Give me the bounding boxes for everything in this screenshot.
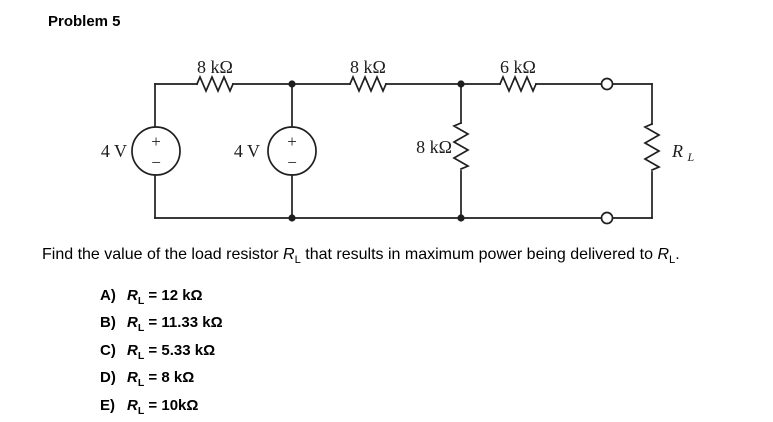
option-b-letter: B) bbox=[100, 314, 116, 332]
rl-symbol: R bbox=[657, 246, 669, 263]
option-a-letter: A) bbox=[100, 287, 116, 304]
node-dot bbox=[457, 214, 465, 222]
source1-minus-sign: − bbox=[151, 153, 161, 172]
option-c-letter: C) bbox=[100, 341, 116, 359]
rl-subscript: L bbox=[137, 377, 145, 390]
rl-symbol: R bbox=[127, 369, 138, 387]
rl-subscript: L bbox=[137, 349, 145, 362]
rl-subscript: L bbox=[669, 254, 676, 267]
resistor-8k-1-label: 8 kΩ bbox=[197, 57, 233, 77]
resistor-6k-label: 6 kΩ bbox=[500, 57, 536, 77]
question-part2: that results in maximum power being deli… bbox=[300, 246, 658, 263]
resistor-6k-symbol bbox=[498, 74, 538, 94]
load-resistor-label-r: R bbox=[671, 141, 683, 161]
terminal-top-icon bbox=[600, 77, 614, 91]
resistor-8k-2-label: 8 kΩ bbox=[350, 57, 386, 77]
terminal-bottom-icon bbox=[600, 211, 614, 225]
rl-subscript: L bbox=[137, 295, 145, 307]
option-a: A) RL = 12 kΩ bbox=[100, 285, 223, 312]
resistor-8k-vertical-label: 8 kΩ bbox=[416, 137, 452, 157]
option-e-value: = 10kΩ bbox=[144, 396, 199, 414]
question-part1: Find the value of the load resistor bbox=[42, 246, 284, 263]
rl-subscript: L bbox=[137, 322, 145, 335]
voltage-source-1-circle bbox=[131, 126, 181, 176]
option-e: E) RL = 10kΩ bbox=[100, 395, 223, 422]
option-e-letter: E) bbox=[100, 396, 115, 414]
rl-subscript: L bbox=[137, 404, 145, 417]
question-text: Find the value of the load resistor RL t… bbox=[42, 246, 680, 266]
rl-symbol: R bbox=[283, 246, 295, 263]
option-d: D) RL = 8 kΩ bbox=[100, 367, 223, 394]
node-dot bbox=[288, 80, 296, 88]
rl-symbol: R bbox=[127, 341, 138, 359]
question-part3: . bbox=[675, 246, 680, 263]
rl-subscript: L bbox=[294, 254, 301, 267]
load-resistor-symbol bbox=[643, 122, 661, 172]
page-title: Problem 5 bbox=[48, 13, 121, 30]
load-resistor-label: R L bbox=[671, 141, 695, 164]
source2-plus-sign: + bbox=[287, 132, 297, 151]
answer-options: A)RL = 12 kΩ B)RL = 11.33 kΩ C)RL = 5.33… bbox=[100, 285, 223, 422]
option-b-value: = 11.33 kΩ bbox=[144, 314, 223, 332]
load-resistor-label-sub: L bbox=[687, 150, 695, 164]
resistor-8k-1-symbol bbox=[195, 74, 235, 94]
source2-minus-sign: − bbox=[287, 153, 297, 172]
node-dot bbox=[288, 214, 296, 222]
option-d-letter: D) bbox=[100, 369, 116, 387]
resistor-8k-2-symbol bbox=[348, 74, 388, 94]
option-c: C) RL = 5.33 kΩ bbox=[100, 340, 223, 367]
rl-symbol: R bbox=[127, 287, 138, 304]
source2-label: 4 V bbox=[234, 141, 260, 161]
rl-symbol: R bbox=[127, 314, 138, 332]
resistor-8k-vertical-symbol bbox=[452, 121, 470, 171]
source1-plus-sign: + bbox=[151, 132, 161, 151]
option-d-value: = 8 kΩ bbox=[144, 369, 195, 387]
voltage-source-2-circle bbox=[267, 126, 317, 176]
rl-symbol: R bbox=[127, 396, 138, 414]
node-dot bbox=[457, 80, 465, 88]
option-a-value: = 12 kΩ bbox=[144, 287, 203, 304]
source1-label: 4 V bbox=[101, 141, 127, 161]
option-b: B) RL = 11.33 kΩ bbox=[100, 312, 223, 339]
option-c-value: = 5.33 kΩ bbox=[144, 341, 216, 359]
